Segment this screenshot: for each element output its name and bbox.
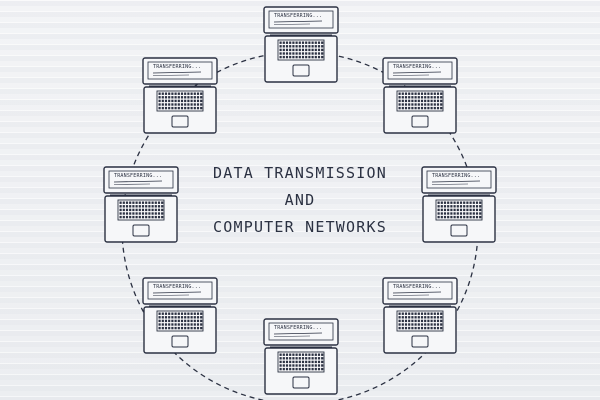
touchpad <box>411 335 429 348</box>
laptop-icon: TRANSFERRING... <box>142 57 218 134</box>
screen-label: TRANSFERRING... <box>393 64 441 70</box>
laptop-7: TRANSFERRING... <box>102 165 180 245</box>
touchpad <box>171 335 189 348</box>
title-line-2: AND <box>284 191 316 209</box>
laptop-screen <box>263 6 339 34</box>
keyboard-icon <box>396 310 444 332</box>
laptop-2: TRANSFERRING... <box>381 56 459 136</box>
screen-label: TRANSFERRING... <box>153 284 201 290</box>
keyboard-icon <box>396 90 444 112</box>
screen-label: TRANSFERRING... <box>153 64 201 70</box>
title-line-3: COMPUTER NETWORKS <box>213 218 387 236</box>
screen-label: TRANSFERRING... <box>114 173 162 179</box>
laptop-icon: TRANSFERRING... <box>382 57 458 134</box>
laptop-screen <box>142 277 218 305</box>
laptop-icon: TRANSFERRING... <box>142 277 218 354</box>
laptop-6: TRANSFERRING... <box>141 276 219 356</box>
laptop-icon: TRANSFERRING... <box>103 166 179 243</box>
screen-label: TRANSFERRING... <box>274 325 322 331</box>
touchpad <box>132 224 150 237</box>
laptop-screen <box>382 277 458 305</box>
touchpad <box>292 376 310 389</box>
laptop-1: TRANSFERRING... <box>262 5 340 85</box>
laptop-screen <box>382 57 458 85</box>
laptop-screen <box>142 57 218 85</box>
touchpad <box>171 115 189 128</box>
laptop-icon: TRANSFERRING... <box>263 6 339 83</box>
keyboard-icon <box>156 90 204 112</box>
laptop-icon: TRANSFERRING... <box>382 277 458 354</box>
keyboard-icon <box>435 199 483 221</box>
keyboard-icon <box>156 310 204 332</box>
laptop-icon: TRANSFERRING... <box>263 318 339 395</box>
laptop-4: TRANSFERRING... <box>381 276 459 356</box>
touchpad <box>292 64 310 77</box>
keyboard-icon <box>277 39 325 61</box>
diagram-title: DATA TRANSMISSION AND COMPUTER NETWORKS <box>150 160 450 241</box>
screen-label: TRANSFERRING... <box>393 284 441 290</box>
laptop-screen <box>421 166 497 194</box>
laptop-3: TRANSFERRING... <box>420 165 498 245</box>
screen-label: TRANSFERRING... <box>274 13 322 19</box>
laptop-8: TRANSFERRING... <box>141 56 219 136</box>
laptop-screen <box>103 166 179 194</box>
laptop-icon: TRANSFERRING... <box>421 166 497 243</box>
laptop-screen <box>263 318 339 346</box>
screen-label: TRANSFERRING... <box>432 173 480 179</box>
touchpad <box>411 115 429 128</box>
keyboard-icon <box>277 351 325 373</box>
keyboard-icon <box>117 199 165 221</box>
touchpad <box>450 224 468 237</box>
title-line-1: DATA TRANSMISSION <box>213 164 387 182</box>
laptop-5: TRANSFERRING... <box>262 317 340 397</box>
